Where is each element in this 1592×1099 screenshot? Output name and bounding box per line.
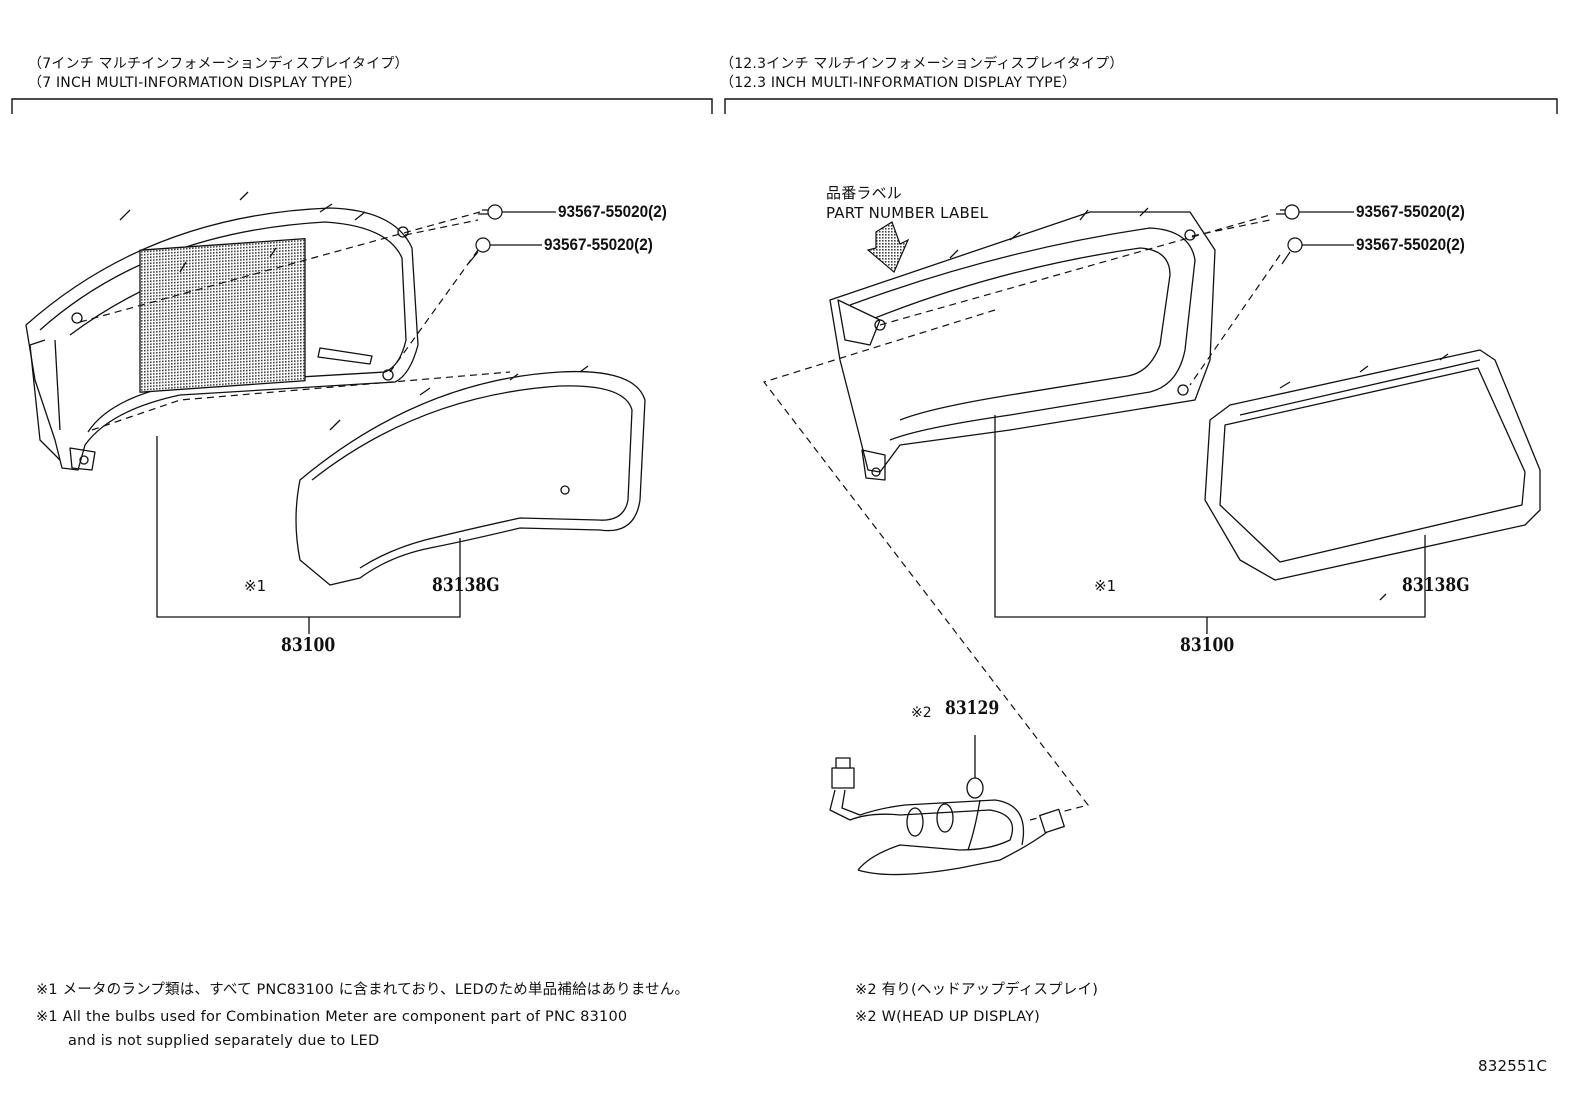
left-screw-2-part-number[interactable]: 93567-55020(2) — [544, 235, 653, 254]
note-2-en: ※2 W(HEAD UP DISPLAY) — [855, 1009, 1041, 1025]
right-screw-2-part-number[interactable]: 93567-55020(2) — [1356, 235, 1465, 254]
part-number-label-arrow — [866, 221, 910, 273]
hud-wire-harness — [829, 735, 1065, 876]
right-assembly-bracket — [994, 415, 1426, 634]
left-section-bracket — [11, 98, 713, 114]
right-screw-1-part-number[interactable]: 93567-55020(2) — [1356, 202, 1465, 221]
left-section-title-jp: （7インチ マルチインフォメーションディスプレイタイプ） — [28, 56, 409, 72]
note-1-en-line-2: and is not supplied separately due to LE… — [68, 1033, 380, 1049]
note-1-en-line-1: ※1 All the bulbs used for Combination Me… — [36, 1009, 628, 1025]
left-screws — [467, 204, 503, 265]
left-dashed-leaders — [79, 211, 511, 431]
right-meter-housing — [829, 207, 1216, 481]
right-lens-part-number[interactable]: 83138G — [1402, 574, 1470, 596]
note-2-jp: ※2 有り(ヘッドアップディスプレイ) — [855, 982, 1099, 998]
note-1-jp: ※1 メータのランプ類は、すべて PNC83100 に含まれており、LEDのため… — [36, 982, 690, 998]
left-meter-lens — [295, 365, 646, 586]
left-note-mark: ※1 — [244, 577, 267, 595]
harness-part-number[interactable]: 83129 — [945, 697, 1000, 719]
part-label-en: PART NUMBER LABEL — [826, 204, 989, 222]
left-lens-part-number[interactable]: 83138G — [432, 574, 500, 596]
figure-id: 832551C — [1478, 1057, 1548, 1075]
left-section-title-en: （7 INCH MULTI-INFORMATION DISPLAY TYPE） — [28, 75, 362, 91]
right-screws — [1276, 204, 1303, 265]
harness-note-mark: ※2 — [911, 705, 932, 721]
left-meter-part-number[interactable]: 83100 — [281, 634, 336, 656]
part-label-jp: 品番ラベル — [826, 184, 903, 202]
right-meter-part-number[interactable]: 83100 — [1180, 634, 1235, 656]
right-section-title-jp: （12.3インチ マルチインフォメーションディスプレイタイプ） — [720, 56, 1124, 72]
right-note-mark: ※1 — [1094, 577, 1117, 595]
left-assembly-bracket — [156, 436, 461, 634]
right-meter-lens — [1204, 349, 1541, 601]
left-screw-1-part-number[interactable]: 93567-55020(2) — [558, 202, 667, 221]
left-meter-housing — [25, 191, 419, 471]
right-section-bracket — [724, 98, 1558, 114]
right-section-title-en: （12.3 INCH MULTI-INFORMATION DISPLAY TYP… — [720, 75, 1077, 91]
